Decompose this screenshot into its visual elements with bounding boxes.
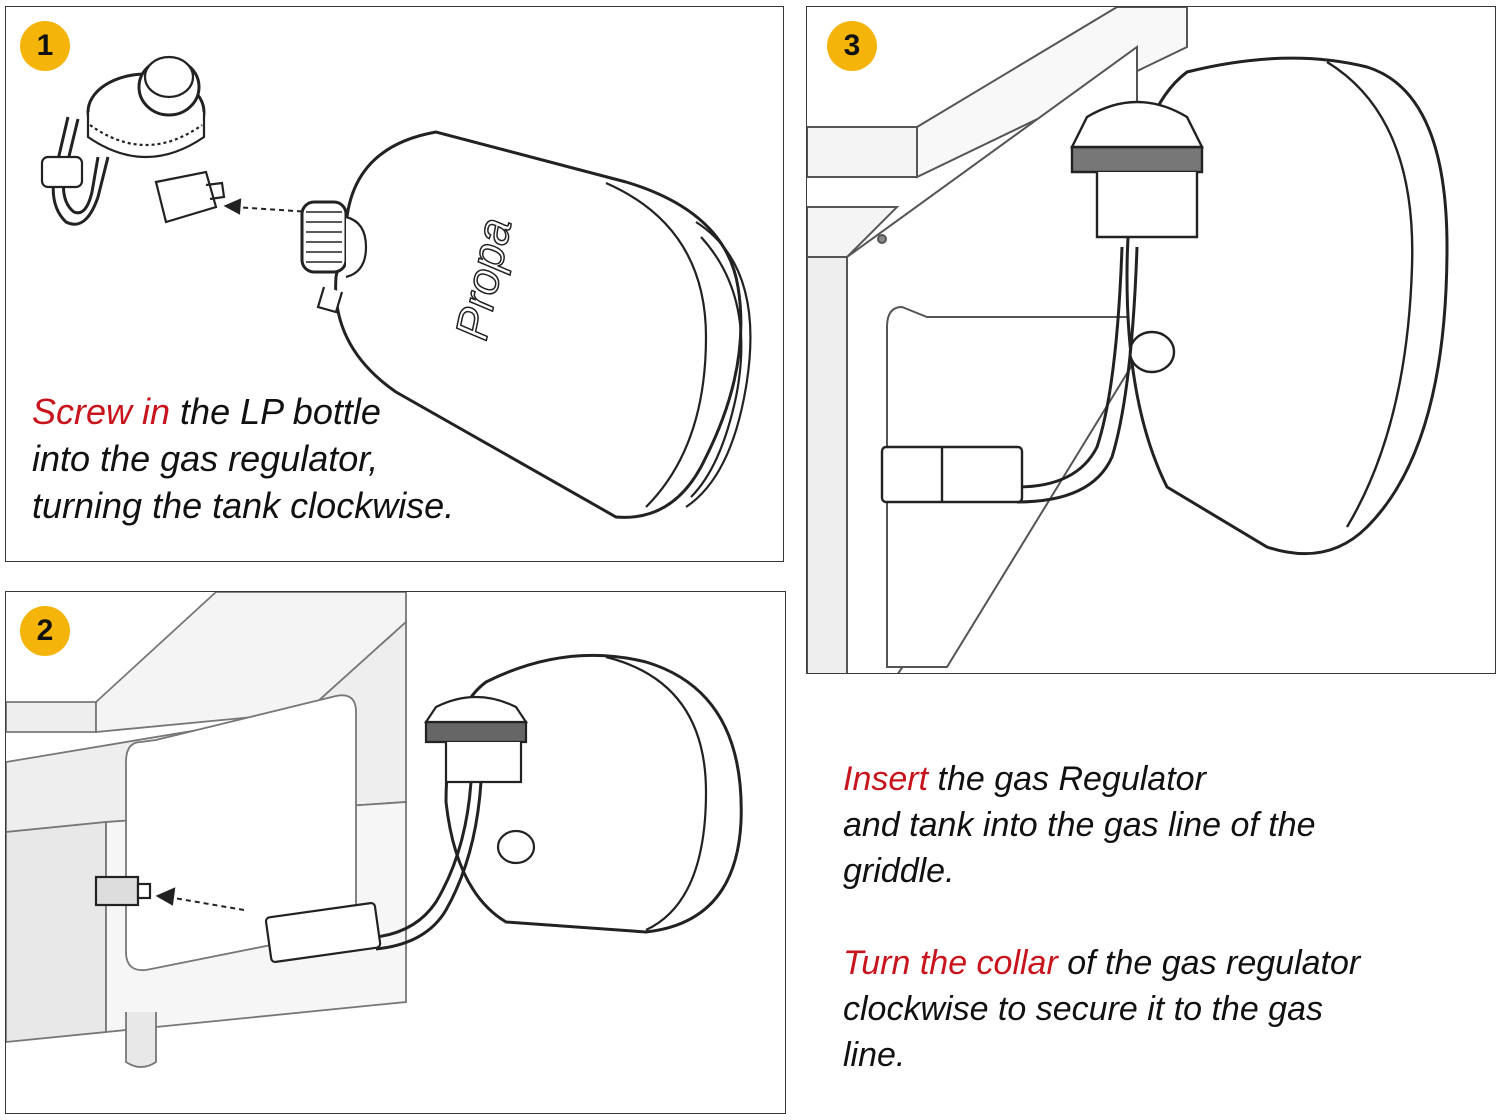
step-1-illustration: Propa [40, 55, 752, 519]
step-1-caption: Screw in the LP bottle into the gas regu… [32, 388, 454, 529]
caption-text: of the gas regulator [1057, 944, 1361, 982]
caption-highlight: Screw in [32, 391, 171, 432]
caption-text: and tank into the gas line of the [843, 806, 1316, 844]
caption-text: clockwise to secure it to the gas [843, 990, 1324, 1028]
step-2-panel: 2 [5, 591, 786, 1114]
insert-caption: Insert the gas Regulator and tank into t… [843, 756, 1316, 894]
step-badge-3: 3 [827, 21, 877, 71]
step-3-panel: 3 [806, 6, 1496, 674]
caption-text: the LP bottle [170, 391, 381, 432]
caption-text: the gas Regulator [928, 760, 1206, 798]
step-1-panel: Propa 1 [5, 6, 784, 562]
caption-highlight: Insert [843, 760, 929, 798]
caption-text: into the gas regulator, [32, 438, 379, 479]
step-2-illustration [6, 592, 743, 1068]
caption-text: turning the tank clockwise. [32, 485, 455, 526]
step-3-illustration [807, 7, 1449, 673]
step-badge-2: 2 [20, 606, 70, 656]
caption-text: griddle. [843, 852, 955, 890]
caption-text: line. [843, 1036, 906, 1074]
step-badge-1: 1 [20, 21, 70, 71]
collar-caption: Turn the collar of the gas regulator clo… [843, 940, 1360, 1078]
caption-highlight: Turn the collar [843, 944, 1058, 982]
